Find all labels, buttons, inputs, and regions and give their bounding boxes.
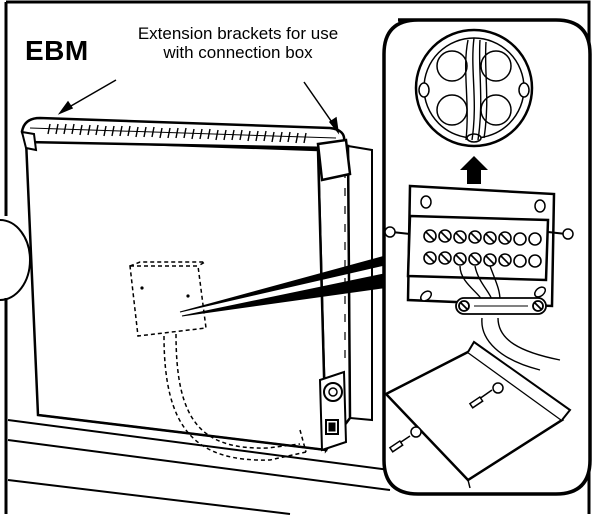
rect-connection-box: [383, 340, 572, 489]
insert-arrow: [460, 156, 488, 184]
floor-lines: [7, 419, 391, 515]
terminal-screws: [423, 229, 542, 268]
bracket-arrows: [57, 79, 340, 135]
cable-clamp: [455, 297, 547, 315]
connection-box-outline: [129, 261, 307, 461]
round-junction-box: [414, 28, 534, 148]
bracket-description: Extension brackets for use with connecti…: [98, 24, 378, 62]
model-label: EBM: [25, 35, 89, 66]
heater: [20, 116, 373, 454]
terminal-plate: [384, 184, 574, 308]
description-line-2: with connection box: [163, 43, 313, 62]
description-line-1: Extension brackets for use: [137, 24, 339, 43]
